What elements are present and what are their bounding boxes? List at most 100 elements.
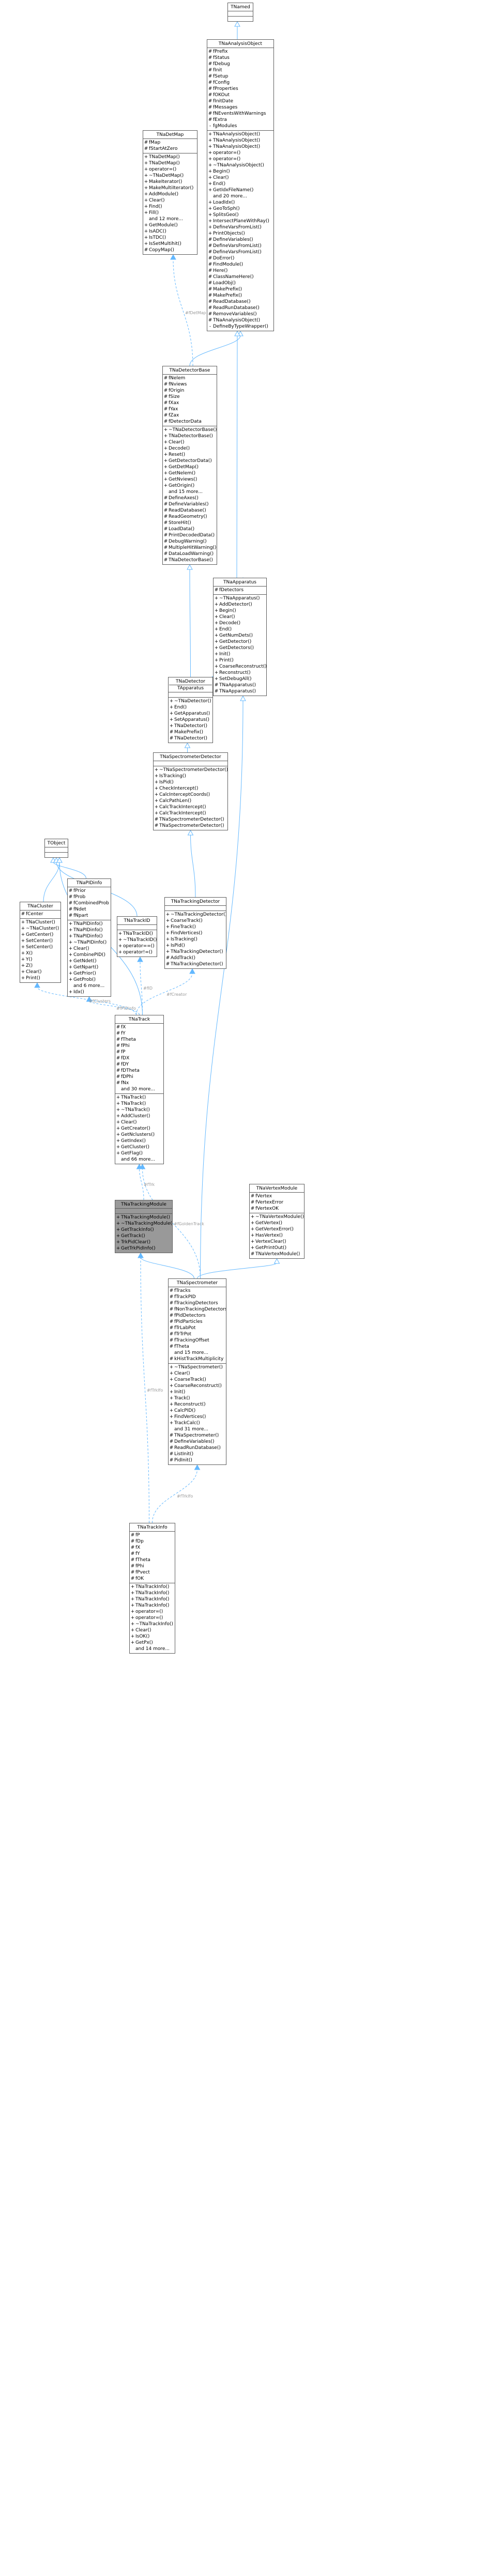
class-node[interactable]: TNaVertexModule#fVertex#fVertexError#fVe… <box>249 1184 305 1259</box>
attribute-row[interactable]: #fNEventsWithWarnings <box>207 111 273 117</box>
operation-row[interactable]: +Reset() <box>163 452 217 458</box>
operation-row[interactable]: and 15 more... <box>163 489 217 495</box>
class-node[interactable]: TNaPIDinfo#fPrior#fProb#fCombinedProb#fN… <box>67 878 111 997</box>
operation-row[interactable]: +Clear() <box>130 1627 175 1633</box>
operation-row[interactable]: #DefineVarsFromList() <box>207 243 273 249</box>
operation-row[interactable]: +GetPx() <box>130 1640 175 1646</box>
operation-row[interactable]: +SetDebugAll() <box>214 676 266 682</box>
attribute-row[interactable]: #fTracks <box>169 1288 226 1294</box>
attribute-row[interactable]: #fPidDetectors <box>169 1313 226 1319</box>
operation-row[interactable]: +TNaAnalysisObject() <box>207 144 273 150</box>
operation-row[interactable]: +TrkPidClear() <box>115 1239 172 1245</box>
operation-row[interactable]: and 14 more... <box>130 1646 175 1652</box>
operation-row[interactable]: #TNaDetector() <box>169 735 212 742</box>
operation-row[interactable]: +Find() <box>143 204 197 210</box>
operation-row[interactable]: #RemoveVariables() <box>207 311 273 317</box>
attribute-row[interactable]: #fDebug <box>207 61 273 67</box>
operation-row[interactable]: +MakeMultiIterator() <box>143 185 197 191</box>
operation-row[interactable]: #ClassNameHere() <box>207 274 273 280</box>
operation-row[interactable]: #DefineVarsFromList() <box>207 249 273 255</box>
operation-row[interactable]: +Z() <box>20 963 60 969</box>
class-node[interactable]: TNaTrack#fX#fY#fTheta#fPhi#fP#fDX#fDY#fD… <box>115 1015 164 1164</box>
class-node[interactable]: TNaDetectorBase#fNelem#fNviews#fOrigin#f… <box>162 366 217 565</box>
operation-row[interactable]: #LoadObj() <box>207 280 273 286</box>
attribute-row[interactable]: #fInitDate <box>207 98 273 104</box>
operation-row[interactable]: +~TNaDetMap() <box>143 173 197 179</box>
attribute-row[interactable]: #fTrLabPot <box>169 1325 226 1331</box>
attribute-row[interactable]: #kHistTrackMultiplicity <box>169 1356 226 1362</box>
operation-row[interactable]: +TNaDetectorBase() <box>163 433 217 439</box>
attribute-row[interactable]: #fVertex <box>250 1193 304 1199</box>
attribute-row[interactable]: #fTrackPID <box>169 1294 226 1300</box>
operation-row[interactable]: #MultipleHitWarning() <box>163 545 217 551</box>
operation-row[interactable]: +IsTracking() <box>154 773 227 779</box>
attribute-row[interactable]: #fVertexError <box>250 1199 304 1206</box>
operation-row[interactable]: +GetDetMap() <box>163 464 217 470</box>
operation-row[interactable]: +IsTracking() <box>165 936 226 943</box>
attribute-row[interactable]: #fTheta <box>130 1557 175 1563</box>
operation-row[interactable]: and 66 more... <box>115 1156 163 1163</box>
operation-row[interactable]: +GetOrigin() <box>163 483 217 489</box>
attribute-row[interactable]: #fVertexOK <box>250 1206 304 1212</box>
attribute-row[interactable]: #fZax <box>163 412 217 419</box>
attribute-row[interactable]: #fPidParticles <box>169 1319 226 1325</box>
attribute-row[interactable]: #fP <box>115 1049 163 1055</box>
class-node[interactable]: TNamed <box>227 3 253 22</box>
operation-row[interactable]: +TNaTrack() <box>115 1101 163 1107</box>
operation-row[interactable]: +IntersectPlaneWithRay() <box>207 218 273 224</box>
operation-row[interactable]: #DefineVariables() <box>163 501 217 507</box>
operation-row[interactable]: +TNaTrackID() <box>117 931 157 937</box>
operation-row[interactable]: +IsOK() <box>130 1633 175 1640</box>
operation-row[interactable]: +Decode() <box>214 620 266 626</box>
operation-row[interactable]: +MakeIterator() <box>143 179 197 185</box>
operation-row[interactable]: +GetPrior() <box>68 970 111 977</box>
operation-row[interactable]: +LoadIdx() <box>207 199 273 206</box>
operation-row[interactable]: +Track() <box>169 1395 226 1401</box>
operation-row[interactable]: #TNaSpectrometerDetector() <box>154 816 227 823</box>
operation-row[interactable]: #MakePrefix() <box>207 286 273 292</box>
operation-row[interactable]: #PrintDecodedData() <box>163 532 217 538</box>
class-node[interactable]: TNaApparatus#fDetectors+~TNaApparatus()+… <box>213 578 267 696</box>
operation-row[interactable]: +GetNviews() <box>163 476 217 483</box>
operation-row[interactable]: #LoadData() <box>163 526 217 532</box>
attribute-row[interactable]: and 30 more... <box>115 1086 163 1092</box>
operation-row[interactable]: +Init() <box>169 1389 226 1395</box>
operation-row[interactable]: +GetPrintOut() <box>250 1245 304 1251</box>
class-node[interactable]: TNaSpectrometerDetector+~TNaSpectrometer… <box>153 752 228 830</box>
attribute-row[interactable]: #fPrefix <box>207 49 273 55</box>
operation-row[interactable]: +GetModule() <box>143 222 197 228</box>
operation-row[interactable]: +TNaTrackingModule() <box>115 1214 172 1221</box>
operation-row[interactable]: +Begin() <box>207 168 273 175</box>
operation-row[interactable]: #MakePrefix() <box>207 292 273 299</box>
operation-row[interactable]: +CoarseTrack() <box>165 918 226 924</box>
operation-row[interactable]: #ReadDatabase() <box>207 299 273 305</box>
operation-row[interactable]: +SetCenter() <box>20 938 60 944</box>
operation-row[interactable]: +AddDetector() <box>214 601 266 608</box>
operation-row[interactable]: +~TNaPIDinfo() <box>68 939 111 946</box>
operation-row[interactable]: #DebugWarning() <box>163 538 217 545</box>
operation-row[interactable]: +Print() <box>214 657 266 664</box>
operation-row[interactable]: #ReadDatabase() <box>163 507 217 514</box>
attribute-row[interactable]: #fConfig <box>207 80 273 86</box>
operation-row[interactable]: +CoarseTrack() <box>169 1377 226 1383</box>
operation-row[interactable]: +IsADC() <box>143 228 197 235</box>
operation-row[interactable]: +GetNdet() <box>68 958 111 964</box>
attribute-row[interactable]: #fProperties <box>207 86 273 92</box>
operation-row[interactable]: +TNaDetMap() <box>143 160 197 166</box>
operation-row[interactable]: #ReadGeometry() <box>163 514 217 520</box>
operation-row[interactable]: +~TNaTrackingDetector() <box>165 912 226 918</box>
operation-row[interactable]: +GetNumDets() <box>214 633 266 639</box>
attribute-row[interactable]: #fDp <box>130 1538 175 1545</box>
operation-row[interactable]: +GetFlag() <box>115 1150 163 1156</box>
operation-row[interactable]: +GeoToSph() <box>207 206 273 212</box>
operation-row[interactable]: and 12 more... <box>143 216 197 222</box>
attribute-row[interactable]: and 15 more... <box>169 1350 226 1356</box>
attribute-row[interactable]: #fNdet <box>68 906 111 913</box>
operation-row[interactable]: +Clear() <box>20 969 60 975</box>
operation-row[interactable]: +Clear() <box>169 1370 226 1377</box>
operation-row[interactable]: +TNaPIDinfo() <box>68 927 111 933</box>
operation-row[interactable]: +CalcInterceptCoords() <box>154 792 227 798</box>
attribute-row[interactable]: #fDetectorData <box>163 419 217 425</box>
operation-row[interactable]: +Clear() <box>207 175 273 181</box>
